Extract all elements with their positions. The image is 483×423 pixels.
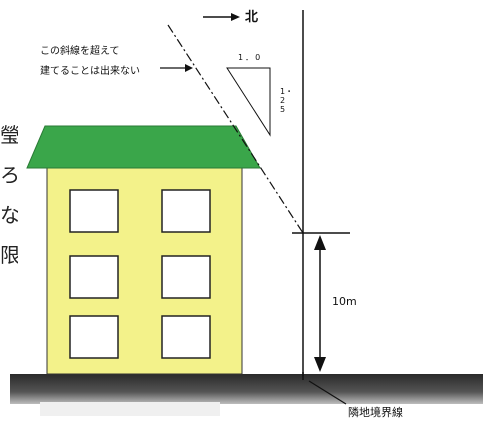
dimension-arrow-top bbox=[314, 235, 326, 250]
ratio-triangle bbox=[226, 67, 271, 137]
note-leader-arrowhead bbox=[185, 64, 193, 72]
side-text-char: ろ bbox=[0, 164, 18, 186]
ground-highlight bbox=[40, 402, 220, 416]
ratio-horizontal-label: 1．0 bbox=[238, 53, 263, 62]
side-text-char: な bbox=[0, 204, 18, 226]
height-label: 10m bbox=[332, 295, 357, 308]
window bbox=[69, 315, 119, 359]
window bbox=[161, 189, 211, 233]
north-label: 北 bbox=[245, 10, 259, 25]
ratio-vertical-label: 1・25 bbox=[280, 87, 294, 114]
side-text-char: 瑩 bbox=[0, 124, 18, 146]
window bbox=[69, 255, 119, 299]
slope-line bbox=[167, 24, 304, 234]
dimension-arrow-bottom bbox=[314, 357, 326, 372]
window bbox=[161, 315, 211, 359]
ground-band bbox=[10, 374, 483, 404]
slope-note-line1: この斜線を超えて bbox=[40, 46, 120, 57]
north-arrow-head bbox=[231, 13, 240, 21]
building-roof bbox=[26, 125, 261, 169]
slope-note-line2: 建てることは出来ない bbox=[40, 66, 140, 77]
window bbox=[161, 255, 211, 299]
boundary-leader-line bbox=[308, 380, 347, 405]
side-text-char: 限 bbox=[0, 244, 18, 266]
window bbox=[69, 189, 119, 233]
boundary-label: 隣地境界線 bbox=[348, 406, 403, 419]
